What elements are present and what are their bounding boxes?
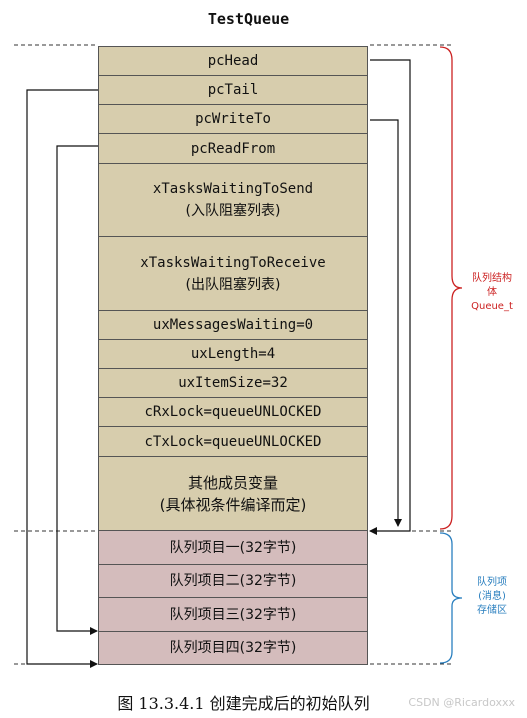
- figure-caption: 图 13.3.4.1 创建完成后的初始队列: [117, 694, 370, 713]
- storage-item-1: 队列项目一(32字节): [98, 530, 368, 565]
- field-pctail: pcTail: [98, 75, 368, 105]
- storage-item-4: 队列项目四(32字节): [98, 631, 368, 665]
- arrow-pcreadfrom: [56, 145, 98, 635]
- brace-queue: [439, 46, 463, 530]
- storage-item-2: 队列项目二(32字节): [98, 564, 368, 598]
- field-tasks-waiting-to-send: xTasksWaitingToSend (入队阻塞列表): [98, 163, 368, 237]
- brace-storage: [439, 532, 463, 664]
- storage-item-3: 队列项目三(32字节): [98, 597, 368, 632]
- arrow-pctail: [26, 89, 98, 668]
- field-other-members: 其他成员变量 (具体视条件编译而定): [98, 456, 368, 531]
- field-ux-item-size: uxItemSize=32: [98, 368, 368, 398]
- field-tasks-waiting-to-receive: xTasksWaitingToReceive (出队阻塞列表): [98, 236, 368, 311]
- arrow-pcwriteto: [370, 119, 402, 527]
- watermark: CSDN @Ricardoxxx: [408, 696, 515, 709]
- field-pcreadfrom: pcReadFrom: [98, 133, 368, 164]
- arrow-pchead: [369, 59, 411, 535]
- field-crx-lock: cRxLock=queueUNLOCKED: [98, 397, 368, 427]
- diagram-title: TestQueue: [207, 10, 290, 28]
- field-ux-length: uxLength=4: [98, 339, 368, 369]
- label-queue-struct: 队列结构 体 Queue_t: [471, 273, 513, 312]
- label-storage: 队列项 (消息) 存储区: [477, 577, 507, 616]
